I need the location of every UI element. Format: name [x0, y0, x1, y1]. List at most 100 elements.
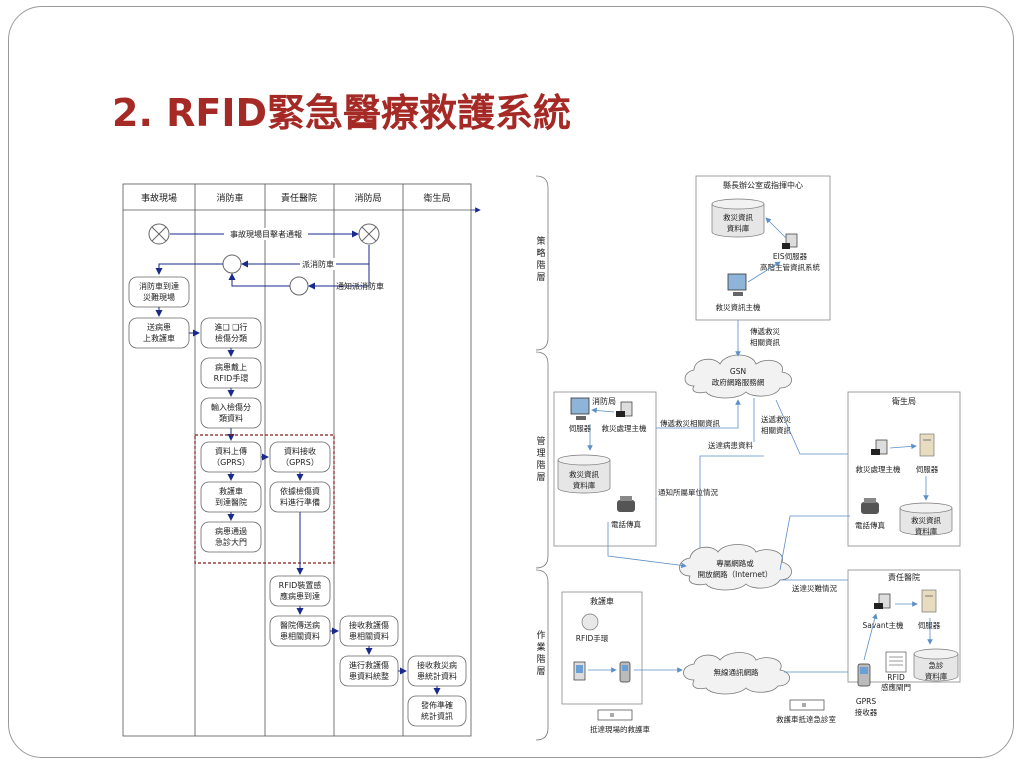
health-host-icon: 救災處理主機 [856, 439, 901, 474]
svg-text:RFID裝置感: RFID裝置感 [279, 580, 322, 590]
svg-text:伺服器: 伺服器 [569, 423, 592, 433]
lane-header-fire-bureau: 消防局 [354, 192, 381, 204]
svg-text:病患通過: 病患通過 [215, 526, 247, 536]
svg-text:衛生局: 衛生局 [892, 396, 916, 406]
svg-text:進行救護傷: 進行救護傷 [349, 660, 389, 670]
layer-strategy: 策 略 階 層 [535, 175, 549, 351]
slide-title: 2. RFID緊急醫療救護系統 [112, 91, 572, 135]
svg-text:救災處理主機: 救災處理主機 [856, 464, 901, 474]
firetruck-circle-icon [222, 254, 242, 274]
flow-patient-data: 送達病患資料 [708, 440, 753, 450]
svg-text:消防局: 消防局 [592, 396, 616, 406]
svg-text:作: 作 [536, 629, 545, 641]
health-database-icon: 救災資訊 資料庫 [899, 502, 953, 536]
node-fire-stats: 進行救護傷 患資料統整 [339, 655, 399, 687]
node-receive-gprs: 資料接收 （GPRS） [269, 441, 331, 473]
flow-send-info-1: 傳遞救災 [750, 326, 780, 336]
cc-host-monitor-icon: 救災資訊主機 [716, 273, 761, 312]
health-phone-fax-icon: 電話傳真 [855, 498, 885, 530]
node-prepare: 依據檢傷資 料進行準備 [269, 481, 331, 513]
svg-text:消防車到達: 消防車到達 [139, 281, 179, 291]
gsn-cloud-icon: GSN 政府網路服務網 [684, 354, 792, 399]
node-hospital-send: 醫院傳送病 患相關資料 [269, 615, 331, 647]
svg-text:送病患: 送病患 [147, 322, 171, 332]
svg-text:伺服器: 伺服器 [918, 620, 941, 630]
gprs-group-box [194, 434, 335, 564]
ambulance-box: 救護車 [561, 591, 643, 705]
gprs-receiver-icon: GPRS 接收器 [855, 663, 878, 717]
rfid-gate-icon: RFID 感應閘門 [881, 651, 911, 692]
edge-label-report: 事故現場目擊者通報 [230, 229, 302, 239]
svg-text:責任醫院: 責任醫院 [888, 572, 920, 582]
svg-text:階: 階 [536, 654, 545, 665]
hospital-server-icon: 伺服器 [918, 589, 941, 630]
svg-text:醫院傳送病: 醫院傳送病 [280, 620, 320, 630]
svg-text:輸入檢傷分: 輸入檢傷分 [211, 402, 251, 412]
svg-text:（GPRS）: （GPRS） [281, 458, 319, 467]
svg-text:急診大門: 急診大門 [215, 537, 247, 547]
swimlane-diagram: 事故現場 消防車 責任醫院 消防局 衛生局 事故現場目擊者通報 派消防車 通知派… [122, 183, 481, 737]
flow-disaster-status: 送達災難情況 [792, 583, 837, 593]
svg-text:業: 業 [536, 641, 545, 653]
lane-header-firetruck: 消防車 [216, 192, 243, 204]
node-health-receive: 接收救災病 患統計資料 [407, 655, 467, 687]
private-network-cloud-icon: 專屬網路或 開放網路（Internet） [679, 544, 792, 591]
svg-text:資料庫: 資料庫 [915, 526, 938, 536]
fire-server-monitor-icon: 伺服器 [569, 397, 592, 433]
svg-text:到達醫院: 到達醫院 [215, 497, 247, 507]
node-ambulance-arrive: 救護車 到達醫院 [200, 481, 262, 513]
edge-label-notify: 通知派消防車 [336, 281, 384, 291]
flow-fire-to-gsn: 傳遞救災相關資訊 [660, 418, 720, 428]
svg-text:層: 層 [536, 272, 545, 283]
svg-text:GPRS: GPRS [856, 697, 877, 706]
svg-text:Savant主機: Savant主機 [862, 620, 904, 630]
er-ambulance-icon: 救護車抵達急診室 [776, 699, 836, 724]
svg-text:救護車抵達急診室: 救護車抵達急診室 [776, 714, 836, 724]
fire-host-icon: 救災處理主機 [602, 401, 647, 433]
flow-notify-unit: 通知所屬單位情況 [658, 487, 718, 497]
svg-text:無線通訊網路: 無線通訊網路 [714, 667, 759, 677]
svg-text:階: 階 [536, 460, 545, 471]
svg-text:病患戴上: 病患戴上 [215, 362, 247, 372]
scene-ambulance-icon: 抵達現場的救護車 [590, 709, 650, 734]
svg-text:進❑ ❑行: 進❑ ❑行 [215, 322, 248, 332]
svg-text:救災資訊: 救災資訊 [723, 212, 753, 222]
fire-bureau-event-icon [358, 223, 380, 245]
svg-text:檢傷分類: 檢傷分類 [215, 333, 247, 343]
svg-text:接收器: 接收器 [855, 707, 878, 717]
svg-text:層: 層 [536, 666, 545, 677]
node-input-triage: 輸入檢傷分 類資料 [200, 397, 262, 429]
svg-text:救護車: 救護車 [590, 596, 614, 606]
er-database-icon: 急診 資料庫 [913, 648, 959, 682]
fire-database-icon: 救災資訊 資料庫 [557, 454, 611, 494]
node-triage: 進❑ ❑行 檢傷分類 [200, 317, 262, 349]
flow-send-info-2: 相關資訊 [750, 337, 780, 347]
svg-text:救災資訊主機: 救災資訊主機 [716, 302, 761, 312]
svg-text:RFID: RFID [887, 673, 905, 682]
savant-host-icon: Savant主機 [862, 593, 904, 630]
edge-label-dispatch: 派消防車 [302, 259, 334, 269]
svg-text:接收救災病: 接收救災病 [417, 660, 457, 670]
svg-text:專屬網路或: 專屬網路或 [716, 558, 754, 568]
node-arrive-scene: 消防車到達 災難現場 [128, 276, 190, 308]
svg-text:應病患到達: 應病患到達 [280, 591, 320, 601]
node-upload-gprs: 資料上傳 （GPRS） [200, 441, 262, 473]
svg-text:略: 略 [536, 247, 545, 259]
node-rfid-sense: RFID裝置感 應病患到達 [269, 575, 331, 607]
svg-text:救災資訊: 救災資訊 [911, 515, 941, 525]
svg-text:感應閘門: 感應閘門 [881, 682, 911, 692]
svg-text:資料上傳: 資料上傳 [215, 446, 247, 456]
svg-text:資料庫: 資料庫 [925, 671, 948, 681]
svg-text:患相關資料: 患相關資料 [349, 631, 389, 641]
wireless-network-cloud-icon: 無線通訊網路 [683, 652, 790, 695]
svg-text:料進行準備: 料進行準備 [280, 497, 320, 507]
svg-text:統計資訊: 統計資訊 [421, 711, 453, 721]
layer-operation: 作 業 階 層 [535, 569, 549, 741]
svg-text:救護車: 救護車 [219, 486, 243, 496]
node-publish: 發佈準確 統計資訊 [407, 695, 467, 727]
svg-text:伺服器: 伺服器 [916, 464, 939, 474]
svg-text:（GPRS）: （GPRS） [212, 458, 250, 467]
svg-text:高階主管資訊系統: 高階主管資訊系統 [760, 262, 820, 272]
svg-text:患統計資料: 患統計資料 [417, 671, 457, 681]
svg-text:縣長辦公室或指揮中心: 縣長辦公室或指揮中心 [723, 180, 803, 190]
